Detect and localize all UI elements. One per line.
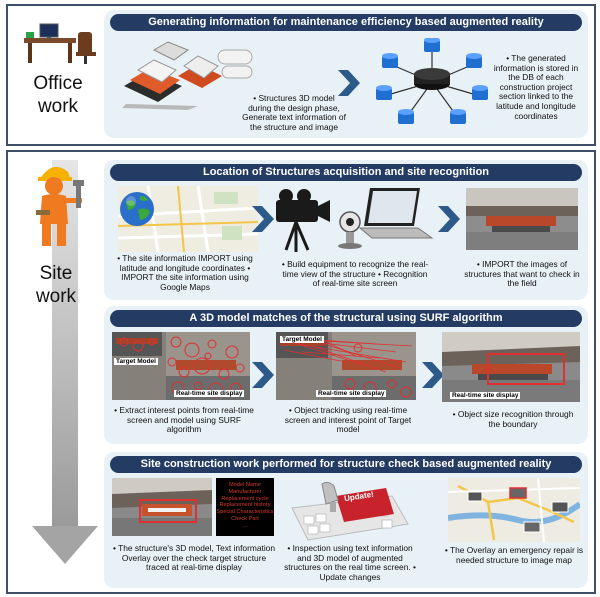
ar-overlay-image: [112, 478, 212, 536]
office-work-frame: Office work Generating information for m…: [6, 4, 596, 146]
panel-surf-arrow-2: [422, 362, 444, 388]
info-manufacturer: Manufacturer: [228, 488, 262, 495]
info-replacement-history: Replacement history: [219, 502, 271, 509]
panel-location-caption-1: • The site information IMPORT using lati…: [117, 253, 253, 292]
panel-ar-caption-3: • The Overlay an emergency repair is nee…: [444, 545, 584, 565]
panel-surf-title: A 3D model matches of the structural usi…: [110, 310, 582, 327]
site-work-label: Site work: [14, 262, 98, 308]
site-panel-location: Location of Structures acquisition and s…: [104, 160, 588, 300]
panel-location-title: Location of Structures acquisition and s…: [110, 164, 582, 181]
camera-equipment-image: [276, 188, 434, 252]
realtime-label-2: Real-time site display: [316, 390, 387, 397]
realtime-label-1: Real-time site display: [174, 390, 245, 397]
panel-ar-caption-2: • Inspection using text information and …: [284, 543, 416, 582]
site-label-line2: work: [35, 286, 77, 307]
database-network-icon: [376, 38, 488, 124]
panel-ar-title: Site construction work performed for str…: [110, 456, 582, 473]
panel-surf-arrow-1: [252, 362, 274, 388]
info-more: ...: [242, 522, 248, 529]
info-model-name: Model Name: [229, 482, 261, 488]
office-label-line2: work: [37, 96, 79, 117]
surf-keypoints-image: [112, 332, 250, 400]
structure-photo: [466, 188, 578, 250]
panel-location-caption-2: • Build equipment to recognize the real-…: [281, 259, 429, 289]
panel-surf-caption-3: • Object size recognition through the bo…: [452, 409, 574, 429]
office-label-line1: Office: [33, 73, 83, 94]
panel-location-arrow-2: [438, 206, 460, 232]
panel-ar-caption-1: • The structure's 3D model, Text informa…: [112, 543, 276, 573]
site-panel-ar-check: Site construction work performed for str…: [104, 452, 588, 588]
boundary-recognition-image: [442, 332, 580, 402]
info-check-part: Check Part: [231, 515, 259, 522]
info-replacement-cycle: Replacement cycle: [221, 495, 269, 502]
update-keyboard-image: [291, 481, 409, 541]
emergency-image-map: [448, 478, 580, 542]
site-panel-surf: A 3D model matches of the structural usi…: [104, 306, 588, 444]
realtime-label-3: Real-time site display: [450, 392, 521, 399]
surf-tracking-image: [276, 332, 416, 400]
panel-surf-caption-1: • Extract interest points from real-time…: [114, 405, 254, 435]
structure-3d-model-image: [122, 41, 253, 110]
site-label-line1: Site: [39, 263, 73, 284]
office-flow-arrow: [338, 70, 360, 96]
office-panel-title: Generating information for maintenance e…: [110, 14, 582, 31]
info-special-characteristics: Special Characteristics: [216, 509, 274, 516]
office-desk-icon: [24, 23, 96, 64]
structure-info-overlay: Model Name Manufacturer Replacement cycl…: [216, 478, 274, 536]
panel-location-caption-3: • IMPORT the images of structures that w…: [464, 259, 580, 289]
office-panel: Generating information for maintenance e…: [104, 10, 588, 138]
worker-icon: [36, 166, 84, 246]
panel-location-arrow-1: [252, 206, 274, 232]
site-work-frame: Site work Location of Structures acquisi…: [6, 150, 596, 594]
panel-surf-caption-2: • Object tracking using real-time screen…: [284, 405, 412, 435]
office-caption-left: • Structures 3D model during the design …: [242, 93, 346, 132]
office-caption-right: • The generated information is stored in…: [493, 53, 579, 121]
office-work-label: Office work: [16, 72, 100, 118]
globe-icon: [120, 192, 154, 226]
target-model-label-1: Target Model: [114, 358, 158, 365]
target-model-label-2: Target Model: [280, 336, 324, 343]
